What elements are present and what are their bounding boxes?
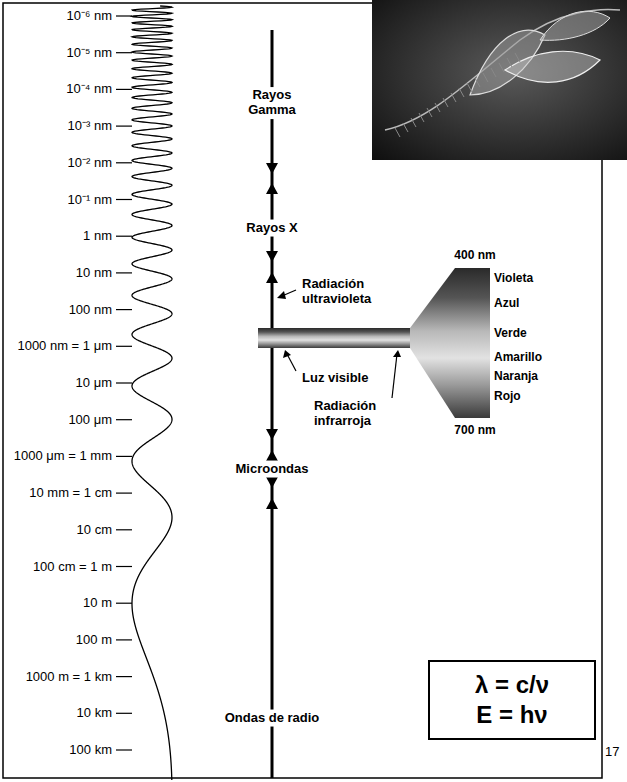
scale-label: 1000 nm = 1 μm — [17, 339, 112, 354]
wavelength-label: 400 nm — [454, 249, 495, 263]
formula-text: λ = c/ν — [436, 670, 588, 700]
scale-label: 100 m — [76, 632, 112, 647]
scale-label: 10 mm = 1 cm — [29, 486, 112, 501]
scale-label: 10 km — [77, 706, 112, 721]
scale-label: 100 nm — [69, 302, 112, 317]
scale-label: 100 km — [69, 743, 112, 758]
scale-label: 10⁻⁶ nm — [67, 9, 112, 24]
scale-label: 10⁻¹ nm — [68, 192, 112, 207]
scale-label: 1000 μm = 1 mm — [14, 449, 112, 464]
wavelength-label: 700 nm — [454, 424, 495, 438]
region-label: Radiación ultravioleta — [300, 276, 400, 308]
scale-label: 10 cm — [77, 522, 112, 537]
scale-label: 10⁻⁴ nm — [66, 82, 112, 97]
scale-label: 1000 m = 1 km — [26, 669, 112, 684]
color-label: Amarillo — [494, 351, 542, 365]
scale-label: 10 m — [83, 596, 112, 611]
region-label: Rayos X — [244, 220, 299, 237]
formula-box: λ = c/νE = hν — [428, 660, 596, 740]
visible-fan — [258, 268, 490, 418]
scale-label: 100 cm = 1 m — [33, 559, 112, 574]
scale-label: 10 nm — [76, 265, 112, 280]
scale-label: 100 μm — [68, 412, 112, 427]
region-label: Ondas de radio — [223, 710, 322, 727]
scale-label: 10 μm — [76, 376, 112, 391]
formula-text: E = hν — [436, 700, 588, 730]
color-label: Naranja — [494, 370, 538, 384]
region-label: Rayos Gamma — [239, 87, 305, 119]
region-axis — [266, 30, 278, 778]
scale-label: 10⁻³ nm — [68, 119, 112, 134]
color-label: Azul — [494, 297, 519, 311]
scale-ticks — [116, 16, 132, 750]
wave-photo — [372, 0, 627, 160]
page-number: 17 — [605, 745, 619, 760]
region-label: Luz visible — [300, 370, 370, 387]
wave-curve — [132, 6, 172, 780]
region-label: Radiación infrarroja — [312, 398, 394, 430]
scale-label: 1 nm — [83, 229, 112, 244]
color-label: Violeta — [494, 272, 533, 286]
color-label: Verde — [494, 327, 527, 341]
color-label: Rojo — [494, 390, 521, 404]
region-label: Microondas — [234, 461, 311, 478]
scale-label: 10⁻² nm — [68, 155, 112, 170]
scale-label: 10⁻⁵ nm — [66, 45, 112, 60]
